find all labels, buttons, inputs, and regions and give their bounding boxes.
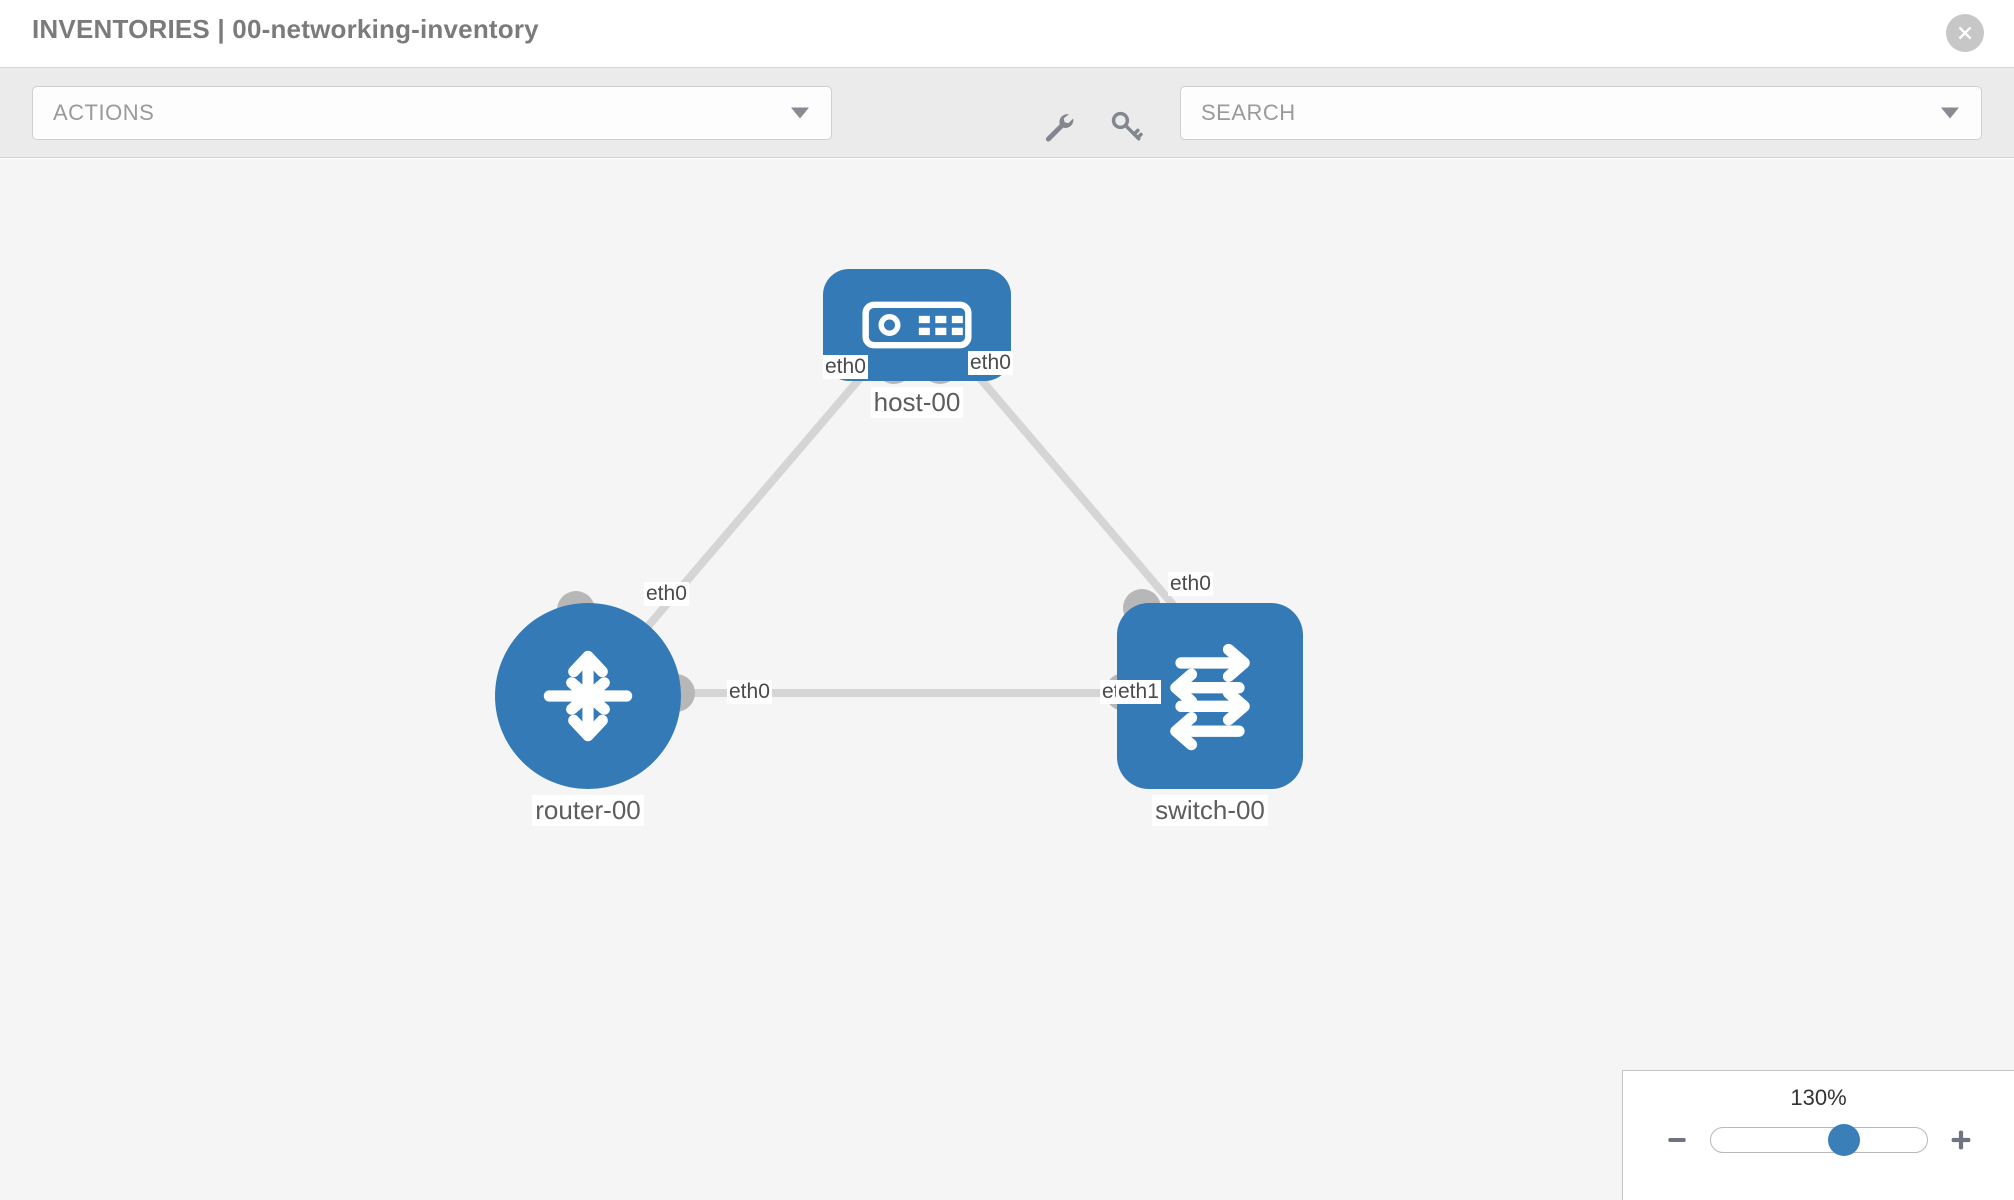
link-host00-router00 — [616, 346, 889, 662]
zoom-slider[interactable] — [1709, 1124, 1928, 1156]
node-switch-00[interactable]: switch-00 — [1105, 589, 1303, 826]
zoom-slider-thumb[interactable] — [1828, 1124, 1861, 1156]
iface-label-switch-up: eth0 — [1168, 572, 1213, 596]
iface-label-switch-left: eth1 — [1116, 680, 1161, 704]
zoom-level-value: 130% — [1790, 1085, 1847, 1110]
chevron-down-icon — [791, 107, 809, 119]
node-label-host-00: host-00 — [870, 387, 964, 418]
iface-label-host-right: eth0 — [968, 351, 1013, 375]
server-icon — [862, 301, 972, 349]
node-label-switch-00: switch-00 — [1152, 795, 1268, 826]
page-header: INVENTORIES | 00-networking-inventory — [0, 0, 2014, 68]
topology-canvas[interactable]: host-00 — [0, 159, 2014, 1200]
toolbar: ACTIONS SEARCH — [0, 68, 2014, 158]
chevron-down-icon[interactable] — [1941, 107, 1959, 119]
zoom-in-button[interactable] — [1944, 1123, 1978, 1157]
search-input[interactable]: SEARCH — [1180, 86, 1982, 140]
wrench-icon[interactable] — [1040, 108, 1076, 144]
router-arrows-icon — [543, 650, 633, 742]
page-title: INVENTORIES | 00-networking-inventory — [32, 14, 539, 44]
node-label-router-00: router-00 — [532, 795, 644, 826]
zoom-control-panel: 130% — [1622, 1070, 2014, 1200]
switch-arrows-icon — [1170, 643, 1250, 751]
node-host-00[interactable]: host-00 — [823, 269, 1011, 418]
actions-dropdown[interactable]: ACTIONS — [32, 86, 832, 140]
node-router-00[interactable]: router-00 — [495, 591, 695, 826]
actions-dropdown-label: ACTIONS — [53, 100, 155, 125]
iface-label-host-left: eth0 — [823, 355, 868, 379]
zoom-out-button[interactable] — [1660, 1123, 1694, 1157]
iface-label-router-up: eth0 — [644, 582, 689, 606]
key-icon[interactable] — [1108, 108, 1144, 144]
router-node-shape[interactable] — [495, 603, 681, 789]
search-placeholder: SEARCH — [1201, 100, 1296, 125]
zoom-control-row — [1623, 1123, 2014, 1157]
iface-label-router-right: eth0 — [727, 680, 772, 704]
close-icon[interactable] — [1946, 14, 1984, 52]
